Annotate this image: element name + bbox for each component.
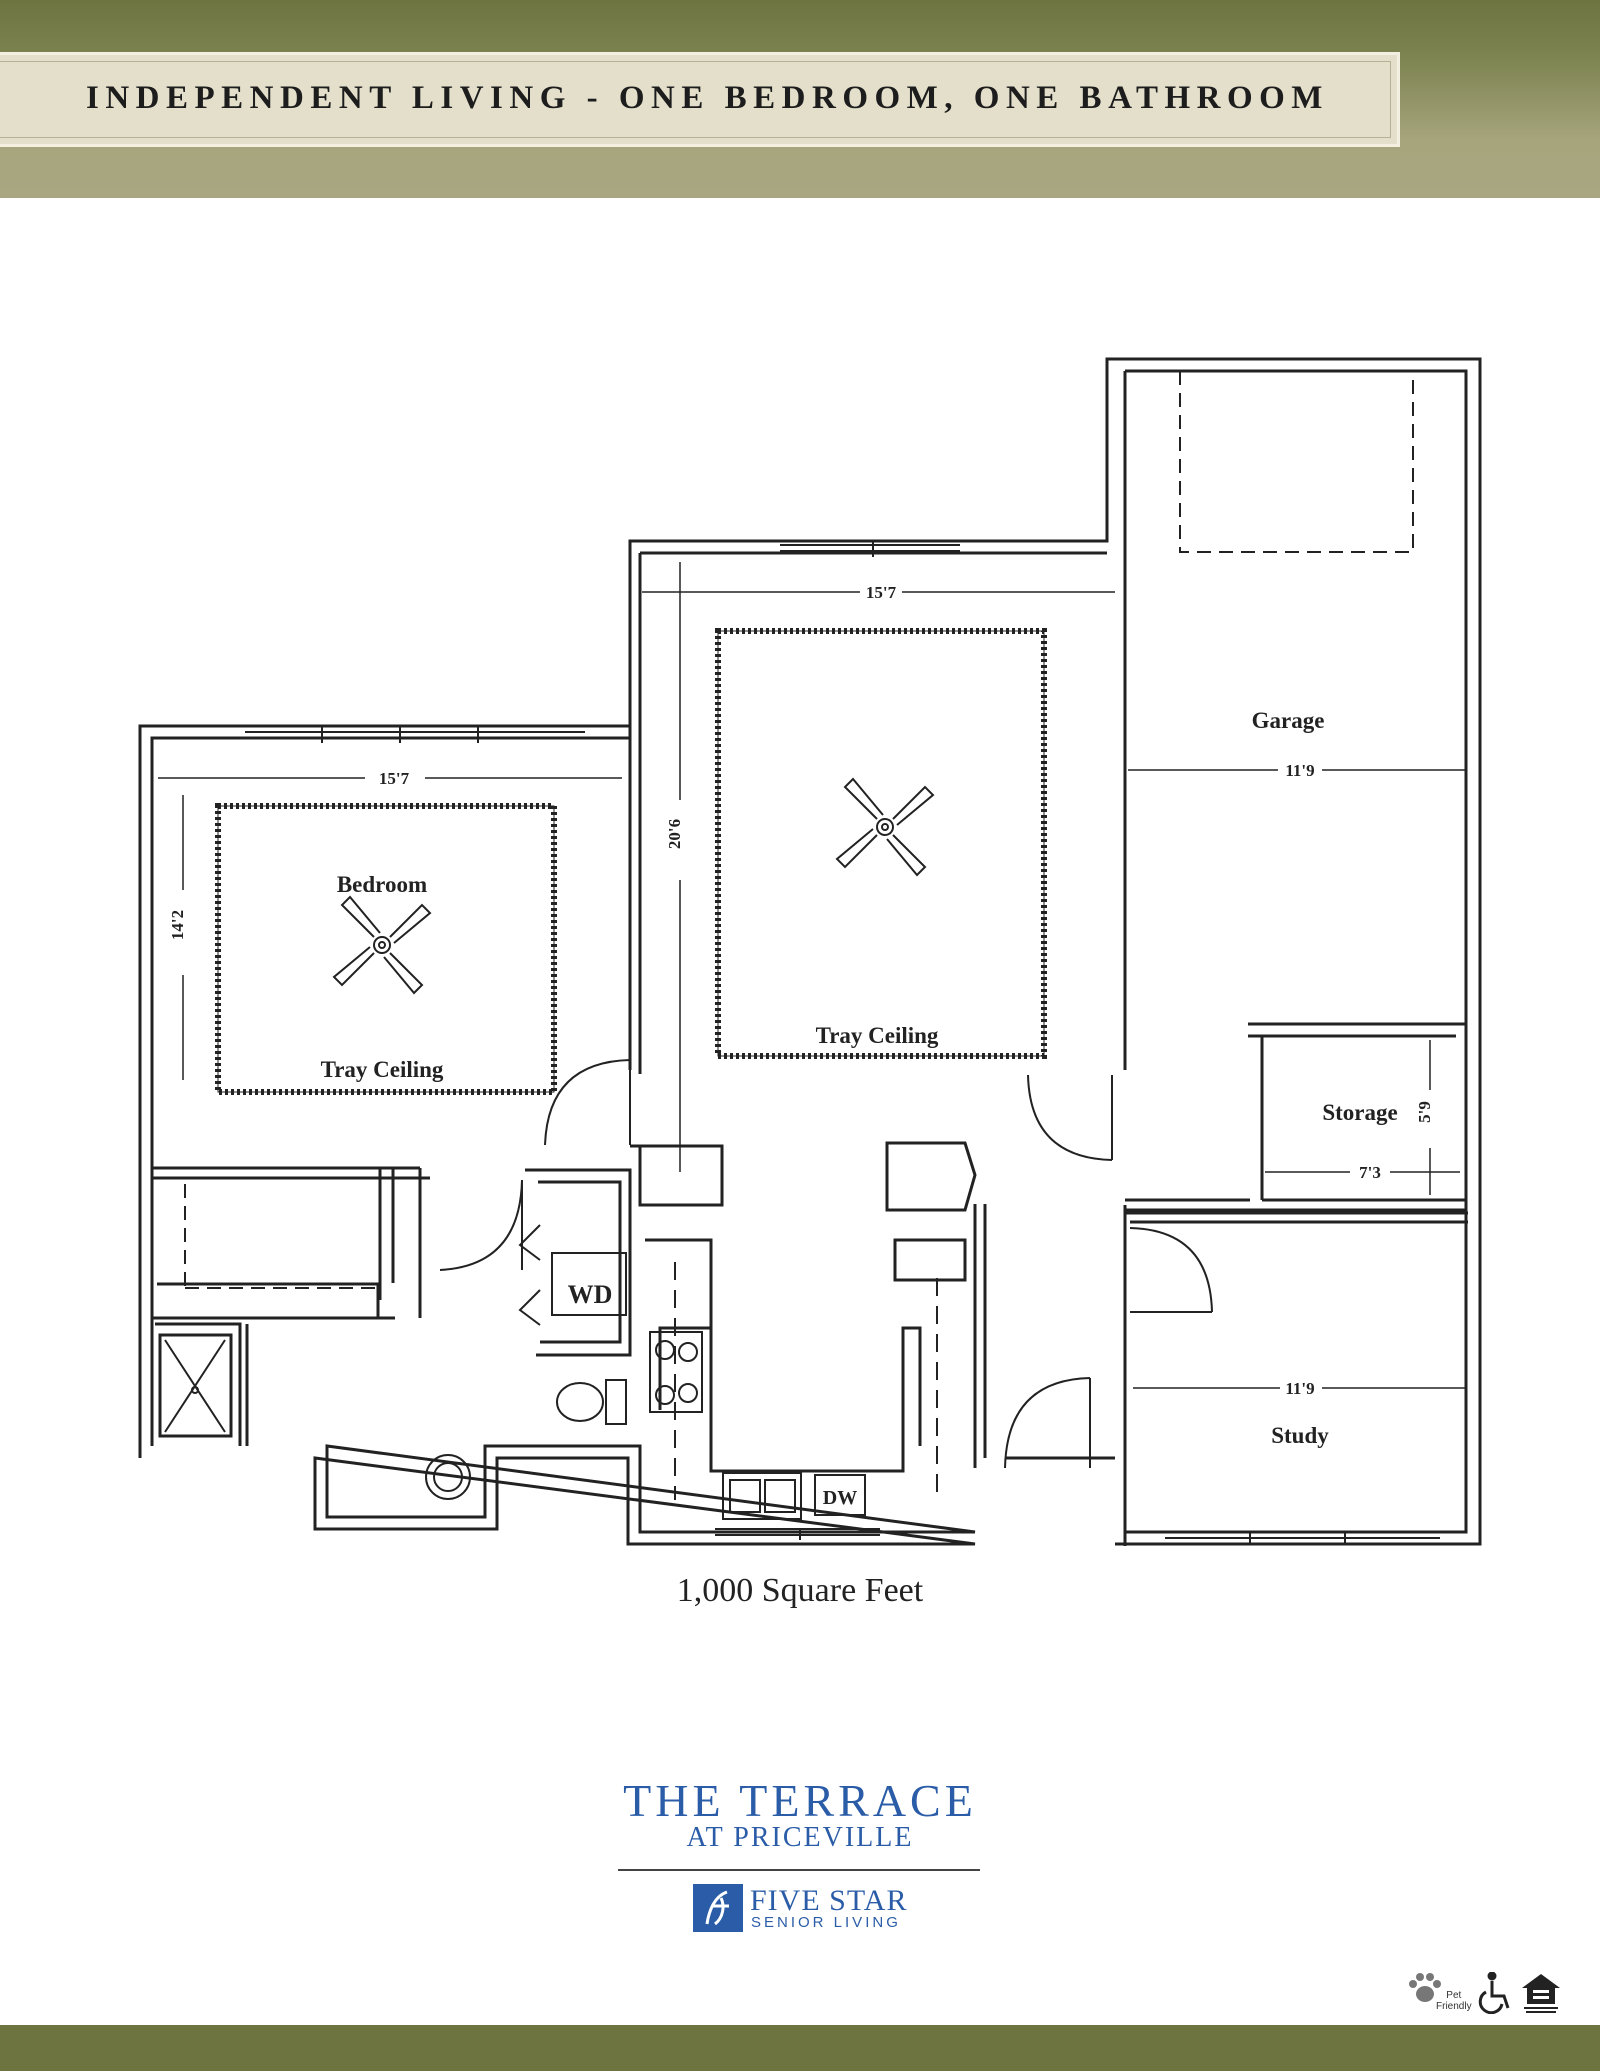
study-walls <box>1125 1211 1468 1224</box>
sink-bath <box>425 1454 471 1500</box>
paw-icon <box>1409 1973 1441 2002</box>
washer-dryer <box>551 1252 627 1316</box>
dashed-closet <box>184 1184 378 1289</box>
label-bedroom-ceiling: Tray Ceiling <box>321 1057 444 1082</box>
wheelchair-icon <box>1478 1972 1510 2014</box>
ceiling-fan-icon <box>835 777 935 877</box>
door-bath <box>439 1179 523 1271</box>
label-bedroom: Bedroom <box>337 872 427 897</box>
label-living-ceiling: Tray Ceiling <box>816 1023 939 1048</box>
page-title: INDEPENDENT LIVING - ONE BEDROOM, ONE BA… <box>86 80 1329 116</box>
dim-label-storage-depth: 5'9 <box>1415 1101 1434 1123</box>
dashed-kitchen <box>674 1262 938 1500</box>
garage-walls <box>1123 371 1466 1546</box>
community-name: THE TERRACE <box>623 1775 977 1826</box>
bedroom-tray-ceiling <box>215 803 557 1095</box>
label-washer-dryer: WD <box>568 1280 613 1309</box>
window-bedroom <box>245 727 585 743</box>
living-tray-inner <box>717 630 1045 1057</box>
company-name: FIVE STAR <box>750 1884 908 1917</box>
exterior-wall-outer <box>138 357 1482 1546</box>
toilet-tank <box>605 1379 627 1425</box>
dishwasher <box>814 1474 866 1516</box>
toilet <box>556 1382 604 1422</box>
bedroom-wing-walls <box>152 553 642 1446</box>
label-garage: Garage <box>1252 708 1325 733</box>
kitchen-lower-walls <box>973 1204 1115 1468</box>
door-entry <box>1004 1377 1091 1469</box>
door-closet <box>518 1224 541 1326</box>
company-tagline: SENIOR LIVING <box>751 1914 901 1931</box>
window-study <box>1165 1531 1440 1544</box>
bedroom-tray-inner <box>217 805 555 1093</box>
community-location: AT PRICEVILLE <box>686 1822 914 1853</box>
dim-label-garage-width: 11'9 <box>1285 761 1314 780</box>
door-bedroom <box>544 1059 631 1146</box>
label-study: Study <box>1271 1423 1329 1448</box>
title-inner-border <box>0 61 1391 138</box>
pet-label-line2: Friendly <box>1436 2001 1472 2012</box>
window-kitchen <box>715 1528 880 1540</box>
door-garage <box>1027 1074 1113 1161</box>
five-star-logo-icon <box>693 1884 743 1932</box>
dashed-garage-door <box>1179 371 1414 553</box>
label-dishwasher: DW <box>823 1487 857 1509</box>
label-storage: Storage <box>1322 1100 1397 1125</box>
dim-label-living-width: 15'7 <box>866 583 897 602</box>
door-study <box>1129 1227 1213 1313</box>
dim-label-bedroom-width: 15'7 <box>379 769 410 788</box>
window-living <box>780 541 960 557</box>
kitchen-walls <box>645 1141 977 1473</box>
pet-label-line1: Pet <box>1446 1990 1462 2001</box>
dim-label-bedroom-depth: 14'2 <box>168 910 187 940</box>
shower-lines <box>164 1339 226 1433</box>
ceiling-fan-icon <box>332 895 432 995</box>
title-band: INDEPENDENT LIVING - ONE BEDROOM, ONE BA… <box>0 52 1400 147</box>
laundry-walls <box>525 1144 724 1357</box>
floor-plan: Bedroom Tray Ceiling Tray Ceiling Garage… <box>138 357 1482 1546</box>
dim-label-storage-width: 7'3 <box>1359 1163 1381 1182</box>
pet-friendly-badge: Pet Friendly <box>1436 1990 1472 2012</box>
header-band: INDEPENDENT LIVING - ONE BEDROOM, ONE BA… <box>0 0 1600 198</box>
dim-label-living-depth: 20'6 <box>665 819 684 849</box>
brand-divider <box>618 1869 980 1871</box>
square-footage: 1,000 Square Feet <box>676 1572 924 1609</box>
living-tray-ceiling <box>715 628 1047 1059</box>
equal-housing-icon <box>1522 1974 1560 2013</box>
stove <box>649 1331 703 1413</box>
kitchen-sink <box>722 1472 802 1520</box>
dim-label-study-width: 11'9 <box>1285 1379 1314 1398</box>
footer-band <box>0 2025 1600 2071</box>
